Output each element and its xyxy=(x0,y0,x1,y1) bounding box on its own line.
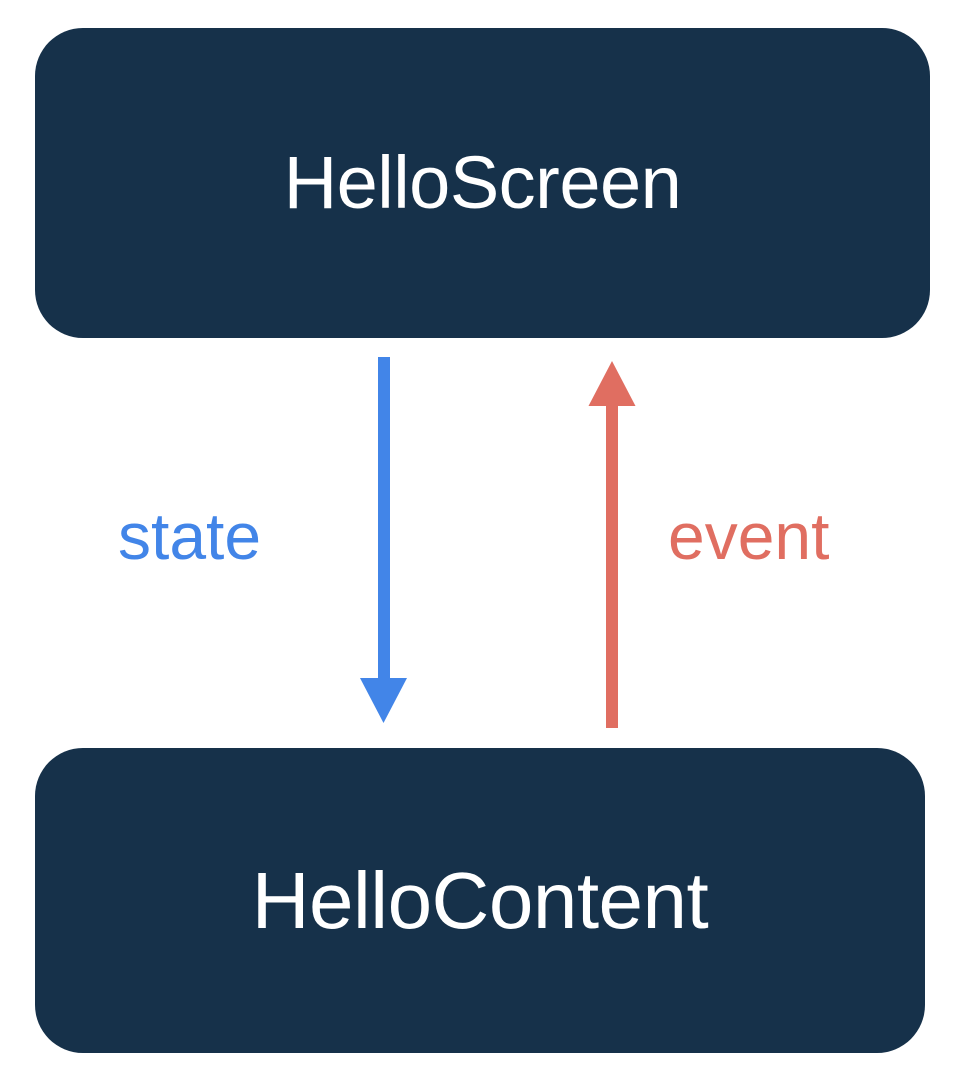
node-hello-screen[interactable]: HelloScreen xyxy=(35,28,930,338)
state-arrow-shaft xyxy=(378,357,390,679)
event-arrow xyxy=(588,361,636,728)
node-hello-screen-label: HelloScreen xyxy=(283,141,682,224)
state-arrow-head-icon xyxy=(360,678,407,723)
node-hello-content[interactable]: HelloContent xyxy=(35,748,925,1053)
node-hello-content-label: HelloContent xyxy=(251,855,709,945)
edge-label-event: event xyxy=(668,499,830,573)
event-arrow-head-icon xyxy=(588,361,636,406)
state-arrow xyxy=(360,357,407,723)
edge-label-state: state xyxy=(118,499,262,573)
event-arrow-shaft xyxy=(606,404,618,728)
